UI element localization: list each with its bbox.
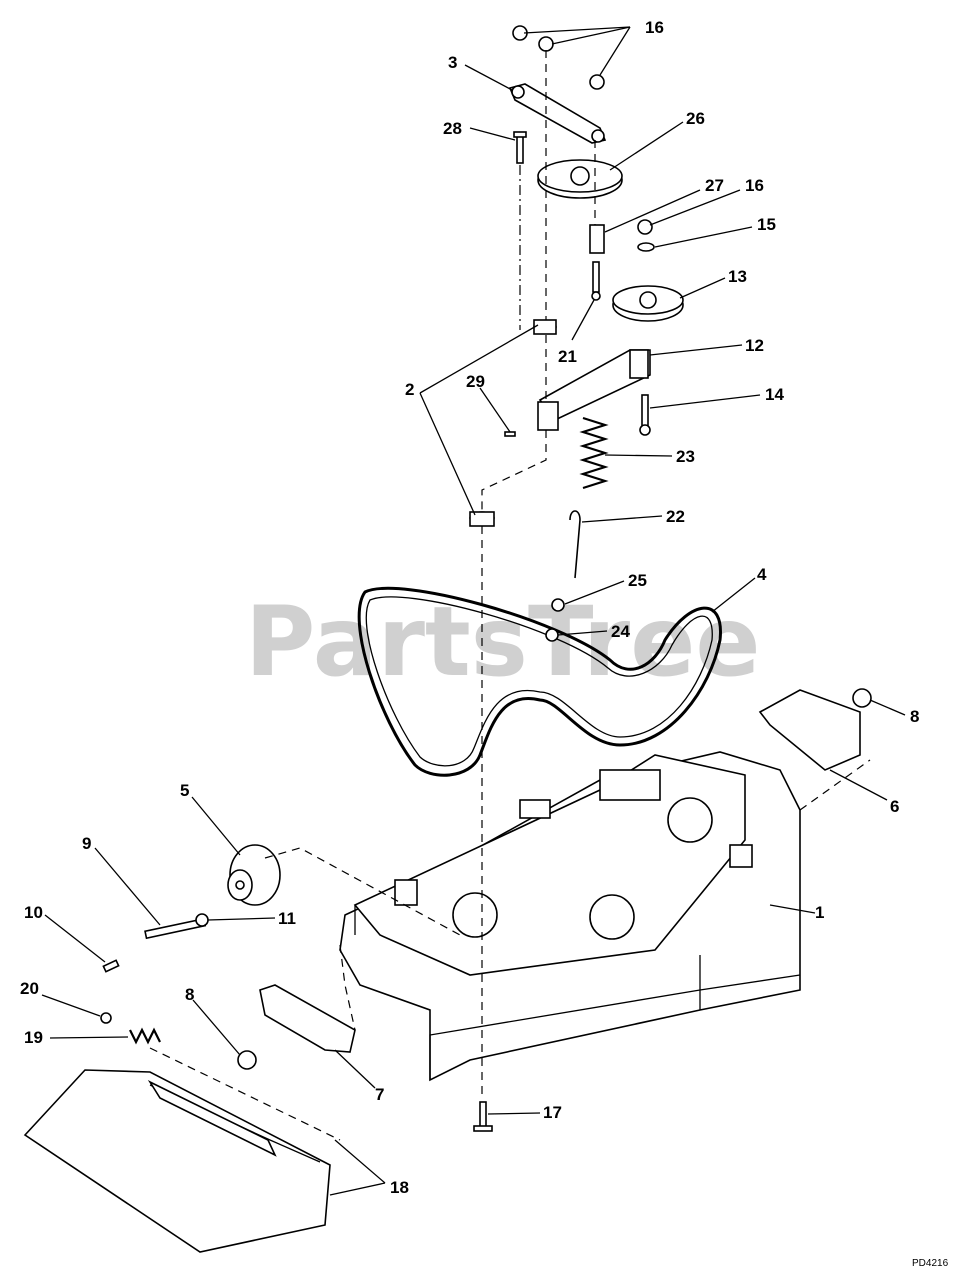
eye-bolt-22[interactable] bbox=[569, 510, 581, 579]
spindle-hole-rear bbox=[667, 797, 713, 843]
spindle-hole-left bbox=[452, 892, 498, 938]
nut-24[interactable] bbox=[545, 628, 559, 642]
callout-9: 9 bbox=[82, 834, 91, 853]
deck-mount-tab bbox=[394, 879, 418, 906]
callout-1: 1 bbox=[815, 903, 824, 922]
callout-4: 4 bbox=[757, 565, 767, 584]
bolt-28[interactable] bbox=[513, 131, 527, 164]
callout-21: 21 bbox=[558, 347, 577, 366]
guard-7[interactable] bbox=[259, 984, 356, 1053]
callout-18: 18 bbox=[390, 1178, 409, 1197]
mower-deck[interactable] bbox=[339, 751, 801, 1082]
bolt-17[interactable] bbox=[473, 1101, 493, 1132]
callout-22: 22 bbox=[666, 507, 685, 526]
bolt-21[interactable] bbox=[591, 261, 601, 301]
callout-20: 20 bbox=[20, 979, 39, 998]
gauge-wheel-5[interactable] bbox=[227, 844, 281, 906]
nut-25[interactable] bbox=[551, 598, 565, 612]
knob-8-left[interactable] bbox=[237, 1050, 257, 1070]
drive-belt[interactable] bbox=[357, 586, 722, 777]
bolt-14[interactable] bbox=[639, 394, 651, 436]
callout-2: 2 bbox=[405, 380, 414, 399]
pulley-26[interactable] bbox=[537, 159, 623, 199]
callout-3: 3 bbox=[448, 53, 457, 72]
callout-19: 19 bbox=[24, 1028, 43, 1047]
callout-12: 12 bbox=[745, 336, 764, 355]
hex-nut-16-b[interactable] bbox=[538, 36, 554, 52]
callout-14: 14 bbox=[765, 385, 784, 404]
drawing-code: PD4216 bbox=[912, 1258, 949, 1269]
washer-15[interactable] bbox=[637, 242, 655, 252]
callout-8-left: 8 bbox=[185, 985, 194, 1004]
idler-bracket-upper[interactable] bbox=[508, 83, 607, 144]
hex-nut-16-d[interactable] bbox=[637, 219, 653, 235]
callout-8-right: 8 bbox=[910, 707, 919, 726]
callout-5: 5 bbox=[180, 781, 189, 800]
pulley-13[interactable] bbox=[612, 285, 684, 322]
spring-23[interactable] bbox=[579, 416, 609, 490]
callout-26: 26 bbox=[686, 109, 705, 128]
callout-15: 15 bbox=[757, 215, 776, 234]
callout-25: 25 bbox=[628, 571, 647, 590]
callout-16-top: 16 bbox=[645, 18, 664, 37]
callout-23: 23 bbox=[676, 447, 695, 466]
deck-bracket-rear bbox=[599, 769, 661, 801]
bolt-10[interactable] bbox=[102, 959, 120, 973]
spring-19[interactable] bbox=[129, 1027, 161, 1045]
callout-6: 6 bbox=[890, 797, 899, 816]
bushing-2-top[interactable] bbox=[533, 319, 557, 335]
callout-10: 10 bbox=[24, 903, 43, 922]
callout-7: 7 bbox=[375, 1085, 384, 1104]
chute-18[interactable] bbox=[23, 1069, 331, 1253]
idler-arm-12[interactable] bbox=[537, 349, 651, 431]
leader-lines bbox=[41, 26, 906, 1196]
callout-16-mid: 16 bbox=[745, 176, 764, 195]
nut-11[interactable] bbox=[195, 913, 209, 927]
callout-11: 11 bbox=[278, 909, 296, 928]
callout-27: 27 bbox=[705, 176, 724, 195]
spacer-27[interactable] bbox=[589, 224, 605, 254]
pin-29[interactable] bbox=[504, 431, 516, 437]
callout-29: 29 bbox=[466, 372, 485, 391]
deck-bracket bbox=[519, 799, 551, 819]
hex-nut-16-c[interactable] bbox=[589, 74, 605, 90]
spindle-hole-front bbox=[589, 894, 635, 940]
callout-24: 24 bbox=[611, 622, 630, 641]
callout-28: 28 bbox=[443, 119, 462, 138]
callout-13: 13 bbox=[728, 267, 747, 286]
knob-8-right[interactable] bbox=[852, 688, 872, 708]
washer-20[interactable] bbox=[100, 1012, 112, 1024]
guard-6[interactable] bbox=[758, 689, 861, 771]
callout-labels: 1 2 3 4 5 6 7 8 8 9 10 11 12 13 14 15 16… bbox=[20, 18, 919, 1197]
deck-side-tab bbox=[729, 844, 753, 868]
callout-17: 17 bbox=[543, 1103, 562, 1122]
watermark-text: PartsTree bbox=[245, 586, 760, 698]
assembly-lines bbox=[149, 50, 871, 1141]
bushing-2-bottom[interactable] bbox=[469, 511, 495, 527]
